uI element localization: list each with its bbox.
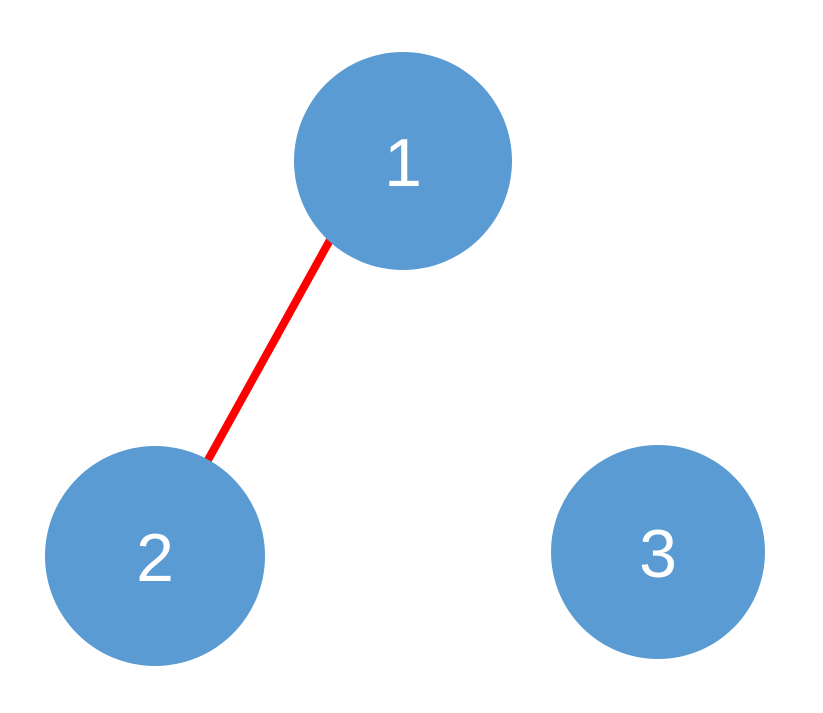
node-2[interactable]: 2 — [45, 446, 265, 666]
node-2-circle[interactable] — [45, 446, 265, 666]
node-2-label: 2 — [136, 520, 174, 596]
edge-node1-node2[interactable] — [204, 238, 334, 462]
node-1-circle[interactable] — [294, 52, 512, 270]
node-layer: 1 2 3 — [45, 52, 765, 666]
edge-layer — [204, 238, 334, 462]
node-3-label: 3 — [639, 516, 677, 592]
node-3[interactable]: 3 — [551, 445, 765, 659]
node-1-label: 1 — [384, 125, 422, 201]
node-1[interactable]: 1 — [294, 52, 512, 270]
node-3-circle[interactable] — [551, 445, 765, 659]
